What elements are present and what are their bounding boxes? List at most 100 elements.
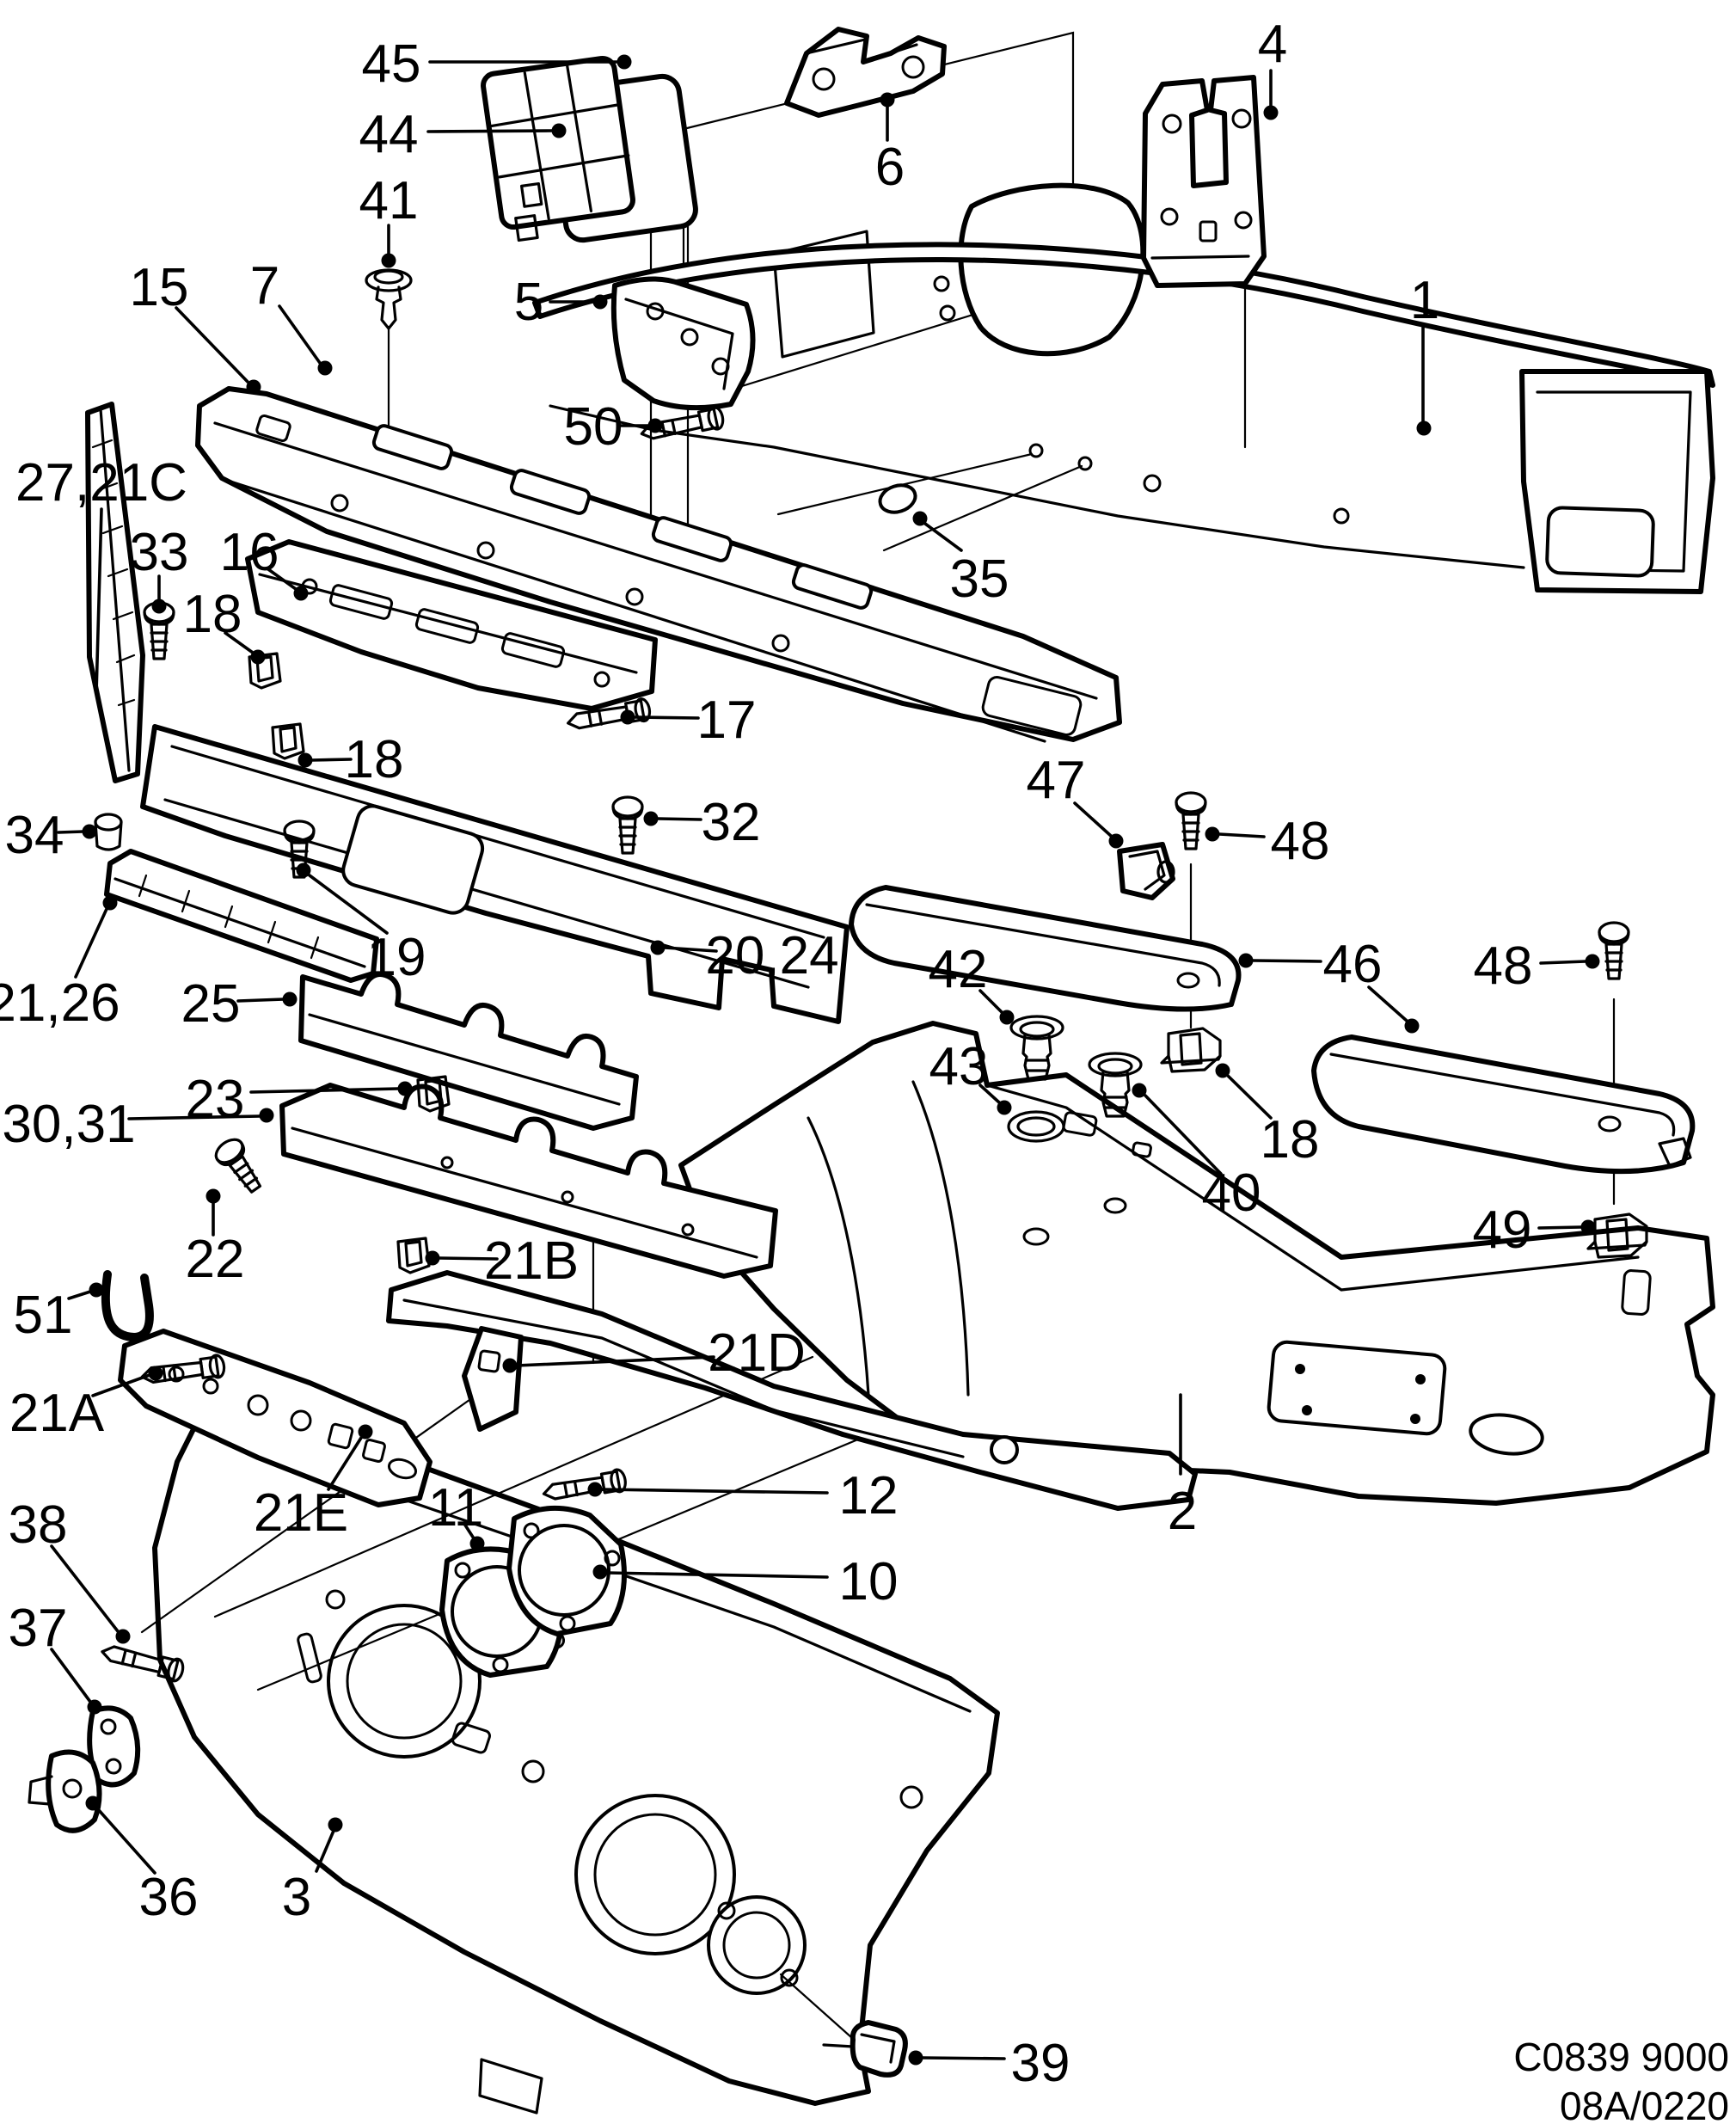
grommet-42	[1009, 1015, 1064, 1081]
callout-leader	[1218, 832, 1266, 838]
callout-label: 21,26	[0, 973, 120, 1033]
callout-dot	[587, 1482, 603, 1497]
callout-leader	[438, 1256, 499, 1261]
callout-15: 15	[130, 258, 261, 395]
callout-dot	[87, 1699, 102, 1715]
callout-leader	[600, 1488, 829, 1495]
part-gasket-37	[87, 1705, 141, 1788]
callout-leader	[463, 1522, 475, 1540]
part-clip-47	[1117, 842, 1175, 900]
callout-leader	[656, 817, 702, 821]
part-cowl-top-panel-7-15	[195, 386, 1122, 743]
callout-leader	[978, 989, 1003, 1014]
callout-18c: 18	[1215, 1063, 1319, 1169]
callout-label: 44	[359, 105, 419, 164]
callout-21D: 21D	[502, 1323, 806, 1383]
callout-12: 12	[587, 1466, 898, 1525]
callout-dot	[997, 1100, 1012, 1115]
callout-leader	[267, 568, 298, 591]
callout-6: 6	[875, 92, 905, 197]
callout-18a: 18	[183, 585, 266, 665]
callout-leader	[308, 874, 389, 935]
callout-dot	[551, 123, 567, 138]
callout-label: 16	[220, 523, 279, 582]
callout-label: 6	[875, 138, 905, 197]
part-nut-34	[94, 813, 123, 851]
drawing-codes: C0839 9000 08A/0220	[1513, 2033, 1729, 2124]
callout-label: 10	[839, 1552, 899, 1611]
callout-leader	[663, 946, 718, 953]
clip-18-mid	[271, 722, 305, 760]
callout-label: 11	[428, 1478, 483, 1538]
callout-dot	[358, 1424, 373, 1440]
callout-20-24: 20,24	[650, 926, 839, 985]
callout-leader	[127, 1114, 261, 1120]
callout-label: 45	[362, 34, 421, 94]
bolt-12	[540, 1467, 629, 1507]
callout-leader	[67, 1290, 92, 1300]
callout-label: 33	[130, 523, 189, 582]
callout-25: 25	[181, 974, 298, 1034]
callout-1: 1	[1410, 271, 1439, 436]
callout-dot	[1263, 105, 1279, 120]
callout-46: 46	[1238, 935, 1420, 1034]
callout-47: 47	[1027, 751, 1124, 849]
callout-leader	[1226, 1074, 1273, 1120]
clip-nut-18-right	[1160, 1027, 1222, 1073]
callout-51: 51	[14, 1282, 104, 1345]
callout-dot	[1404, 1018, 1420, 1034]
callout-label: 27,21C	[15, 453, 187, 513]
part-cover-36	[28, 1749, 102, 1833]
callout-21A: 21A	[9, 1366, 163, 1443]
callout-leader	[95, 507, 103, 695]
part-cover-plate-10	[506, 1506, 627, 1636]
part-bracket-5	[610, 276, 756, 411]
callout-label: 20,24	[705, 926, 838, 985]
callout-dot	[1108, 833, 1124, 849]
callout-10: 10	[592, 1552, 899, 1611]
callout-leader	[978, 1083, 1001, 1104]
callout-42: 42	[929, 940, 1015, 1025]
callout-label: 46	[1323, 935, 1383, 994]
callout-27-21C: 27,21C	[15, 453, 187, 695]
callout-label: 18	[345, 730, 404, 789]
callout-dot	[643, 811, 659, 826]
callout-23: 23	[186, 1070, 413, 1129]
callout-dot	[151, 599, 167, 614]
callout-dot	[616, 54, 632, 70]
callout-leader	[605, 1571, 829, 1579]
callout-label: 17	[697, 691, 757, 750]
callout-leader	[921, 2056, 1006, 2060]
callout-3: 3	[282, 1817, 343, 1927]
callout-label: 4	[1258, 15, 1287, 74]
callout-dot	[259, 1108, 274, 1123]
callout-dot	[89, 1282, 104, 1298]
screw-48-right	[1598, 921, 1630, 980]
callout-label: 30,31	[2, 1095, 135, 1154]
callout-label: 34	[5, 806, 64, 865]
callout-dot	[246, 379, 261, 395]
callout-leader	[310, 758, 353, 762]
callout-35: 35	[912, 511, 1009, 609]
callout-leader	[224, 631, 255, 654]
callout-leader	[1144, 1094, 1223, 1176]
callout-38: 38	[9, 1495, 131, 1644]
callout-label: 47	[1027, 751, 1086, 810]
part-clip-39	[822, 2020, 908, 2078]
screw-48-left	[1175, 791, 1207, 850]
callout-48a: 48	[1205, 812, 1329, 871]
callout-label: 50	[564, 397, 623, 457]
callout-48b: 48	[1474, 936, 1600, 996]
callout-label: 22	[186, 1230, 245, 1289]
callout-dot	[502, 1358, 518, 1373]
callout-dot	[298, 752, 313, 768]
callout-dot	[85, 1796, 101, 1811]
callout-dot	[317, 360, 333, 376]
callout-label: 1	[1410, 271, 1439, 330]
part-vent-grille-44	[481, 55, 635, 242]
part-bracket-6	[784, 27, 947, 118]
callout-dot	[250, 649, 266, 665]
part-water-deflector-46-left	[849, 885, 1242, 1012]
callout-leader	[74, 907, 108, 979]
